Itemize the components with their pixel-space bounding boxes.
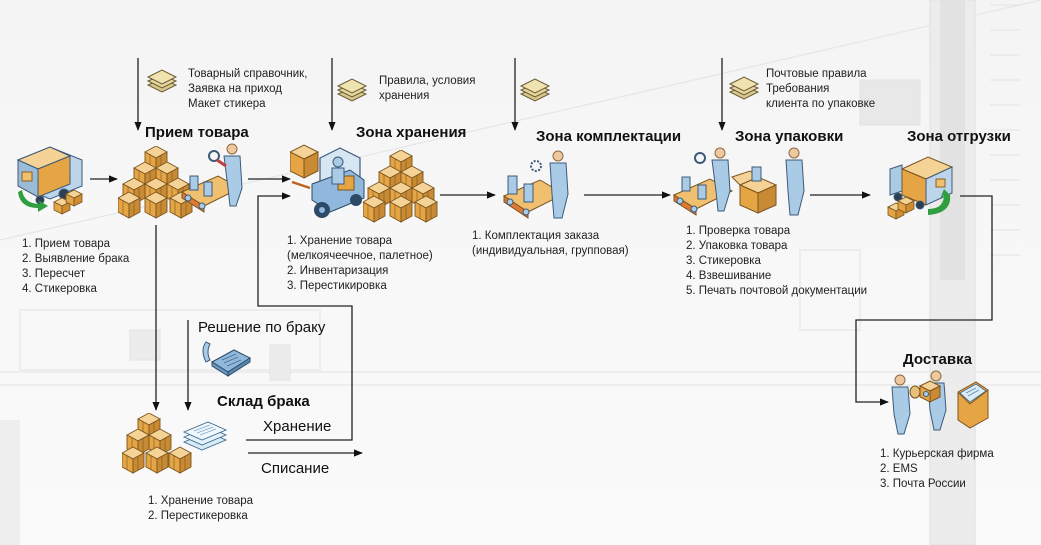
step-item: 2. Выявление брака (22, 253, 130, 265)
step-item: 1. Прием товара (22, 238, 111, 250)
document-stack-icon (146, 69, 178, 93)
step-item: 1. Комплектация заказа (472, 230, 600, 242)
step-item: 1. Хранение товара (287, 235, 393, 247)
step-item: 2. Упаковка товара (686, 240, 788, 252)
step-item: 1. Проверка товара (686, 225, 791, 237)
step-item: 2. EMS (880, 463, 918, 475)
delivery-steps: 1. Курьерская фирма 2. EMS 3. Почта Росс… (880, 447, 994, 492)
step-item: 3. Перестикировка (287, 280, 387, 292)
document-stack-icon (519, 78, 551, 102)
input-text: клиента по упаковке (766, 98, 876, 110)
defects-title: Склад брака (217, 393, 310, 410)
stage-title-storage: Зона хранения (356, 124, 467, 141)
picking-steps: 1. Комплектация заказа (индивидуальная, … (472, 229, 629, 259)
receiving-steps: 1. Прием товара 2. Выявление брака 3. Пе… (22, 237, 129, 297)
packing-inputs: Почтовые правила Требования клиента по у… (766, 67, 875, 112)
step-item: 5. Печать почтовой документации (686, 285, 868, 297)
arrow-shipping-to-delivery (855, 195, 993, 406)
input-text: Требования (766, 83, 830, 95)
input-text: Макет стикера (188, 98, 266, 110)
courier-icon (891, 370, 947, 435)
stage-title-shipping: Зона отгрузки (907, 128, 1011, 145)
inspection-worker-icon (180, 143, 243, 213)
packing-worker-icon (672, 147, 805, 216)
stage-title-picking: Зона комплектации (536, 128, 682, 145)
input-text: Почтовые правила (766, 68, 867, 80)
storage-inputs: Правила, условия хранения (379, 74, 475, 104)
forklift-icon (290, 144, 365, 218)
arrow-defects-storage-return (246, 192, 353, 441)
input-text: Заявка на приход (188, 83, 283, 95)
step-item: 1. Хранение товара (148, 495, 254, 507)
defect-decision-label: Решение по браку (198, 319, 326, 336)
envelope-icon (957, 381, 989, 429)
step-item: 3. Почта России (880, 478, 966, 490)
input-text: Правила, условия (379, 75, 476, 87)
stage-title-packing: Зона упаковки (735, 128, 844, 145)
step-item: 1. Курьерская фирма (880, 448, 994, 460)
document-stack-icon (728, 76, 760, 100)
box-stack-icon (363, 150, 438, 223)
picking-worker-icon (502, 150, 569, 219)
defects-steps: 1. Хранение товара 2. Перестикеровка (148, 494, 253, 524)
defects-storage-label: Хранение (263, 418, 332, 435)
step-item: 3. Стикеровка (686, 255, 761, 267)
papers-icon (182, 421, 228, 451)
telephone-icon (202, 341, 252, 377)
document-stack-icon (336, 78, 368, 102)
receiving-inputs: Товарный справочник, Заявка на приход Ма… (188, 67, 307, 112)
delivery-title: Доставка (903, 351, 972, 368)
step-item: 4. Взвешивание (686, 270, 772, 282)
step-item: 3. Пересчет (22, 268, 86, 280)
step-item: 2. Инвентаризация (287, 265, 389, 277)
packing-steps: 1. Проверка товара 2. Упаковка товара 3.… (686, 224, 867, 299)
step-item: (индивидуальная, групповая) (472, 245, 629, 257)
input-text: хранения (379, 90, 430, 102)
defects-writeoff-label: Списание (261, 460, 330, 477)
input-text: Товарный справочник, (188, 68, 308, 80)
step-item: (мелкоячеечное, палетное) (287, 250, 433, 262)
stage-title-receiving: Прием товара (145, 124, 249, 141)
step-item: 2. Перестикеровка (148, 510, 248, 522)
delivery-truck-icon (16, 146, 83, 215)
shipping-truck-icon (887, 156, 954, 220)
step-item: 4. Стикеровка (22, 283, 97, 295)
storage-steps: 1. Хранение товара (мелкоячеечное, палет… (287, 234, 433, 294)
